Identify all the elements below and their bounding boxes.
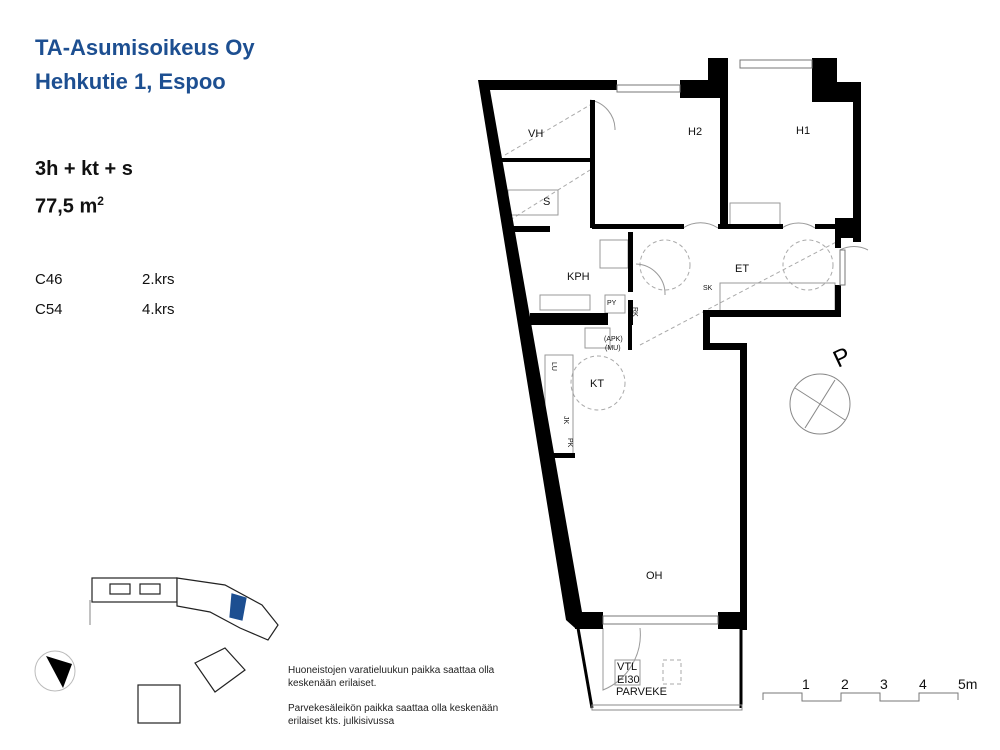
room-label-vh: VH <box>528 128 543 140</box>
unit-floor: 4.krs <box>142 301 175 318</box>
apartment-area: 77,5 m2 <box>35 194 104 218</box>
scale-bar: 1 2 3 4 5m <box>762 676 977 702</box>
company-name: TA-Asumisoikeus Oy <box>35 35 255 60</box>
room-label-s: S <box>543 196 550 208</box>
label-vtl: VTL <box>617 661 637 673</box>
svg-text:2: 2 <box>841 676 849 692</box>
room-label-oh: OH <box>646 570 663 582</box>
unit-floor: 2.krs <box>142 271 175 288</box>
label-jk: JK <box>562 416 569 425</box>
svg-text:5m: 5m <box>958 676 977 692</box>
label-apk: (APK) <box>604 336 623 343</box>
label-mu: (MU) <box>605 345 621 352</box>
windows <box>602 59 846 625</box>
walls <box>478 58 861 630</box>
svg-text:4: 4 <box>919 676 927 692</box>
room-label-h2: H2 <box>688 126 702 138</box>
room-label-h1: H1 <box>796 125 810 137</box>
balcony <box>576 627 743 711</box>
apartment-type: 3h + kt + s <box>35 158 133 180</box>
label-ei30: EI30 <box>617 674 640 686</box>
note-line: Parvekesäleikön paikka saattaa olla kesk… <box>288 703 499 714</box>
unit-id: C54 <box>35 301 63 318</box>
fixtures <box>504 99 869 691</box>
label-lu: LU <box>550 362 557 371</box>
unit-id: C46 <box>35 271 63 288</box>
room-label-kph: KPH <box>567 271 590 283</box>
label-rk: RK <box>631 307 638 317</box>
room-label-et: ET <box>735 263 749 275</box>
note-line: Huoneistojen varatieluukun paikka saatta… <box>288 665 495 676</box>
svg-text:P: P <box>829 342 855 373</box>
site-plan <box>89 577 279 724</box>
north-indicator: P <box>789 342 855 435</box>
svg-text:1: 1 <box>802 676 810 692</box>
note-line: erilaiset kts. julkisivussa <box>288 716 395 727</box>
label-py: PY <box>607 300 617 307</box>
svg-text:3: 3 <box>880 676 888 692</box>
label-sk: SK <box>703 285 713 292</box>
address: Hehkutie 1, Espoo <box>35 69 226 94</box>
room-label-parveke: PARVEKE <box>616 686 667 698</box>
label-pk: PK <box>566 438 573 448</box>
room-label-kt: KT <box>590 378 604 390</box>
compass-icon <box>34 650 76 692</box>
note-line: keskenään erilaiset. <box>288 678 377 689</box>
